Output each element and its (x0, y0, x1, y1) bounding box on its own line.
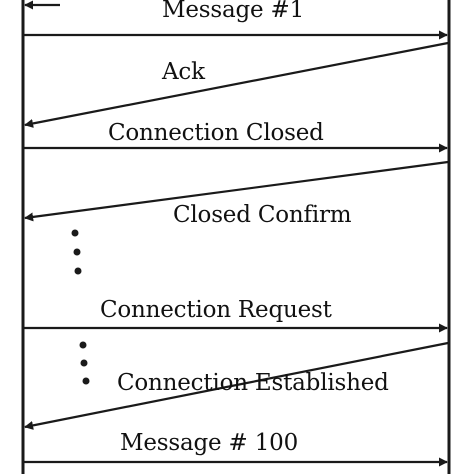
message-label: Message # 100 (120, 430, 299, 456)
message-label: Closed Confirm (173, 202, 352, 228)
message-label: Message #1 (162, 0, 305, 23)
ellipsis-dot (74, 267, 82, 275)
ellipsis-dot (79, 341, 87, 349)
closed-confirm-arrow (24, 160, 449, 222)
ack-arrow (24, 41, 449, 128)
message-label: Connection Established (117, 370, 389, 396)
message-label: Connection Closed (108, 120, 324, 146)
message-label: Ack (162, 59, 205, 85)
message-label: Connection Request (100, 297, 332, 323)
ellipsis-dot (82, 377, 90, 385)
ellipsis-dot (80, 359, 88, 367)
ellipsis-dot (73, 248, 81, 256)
ellipsis-dot (71, 229, 79, 237)
connection-established-arrow (24, 341, 449, 430)
